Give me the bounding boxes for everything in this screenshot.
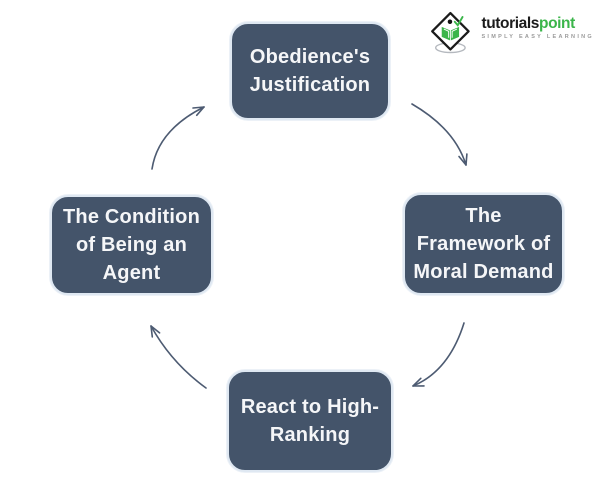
arrow-right-to-bottom xyxy=(412,322,465,387)
arrow-left-to-top xyxy=(151,106,205,170)
logo-tagline: SIMPLY EASY LEARNING xyxy=(481,34,594,41)
tutorialspoint-logo: tutorialspoint SIMPLY EASY LEARNING xyxy=(427,8,594,58)
node-label: React to High- Ranking xyxy=(240,396,380,446)
tutorialspoint-diamond-icon xyxy=(431,11,471,54)
arrow-top-to-right xyxy=(411,103,468,166)
logo-wordmark-point: point xyxy=(539,15,575,32)
node-label: Obedience's Justification xyxy=(249,46,371,96)
node-condition-being-agent: The Condition of Being an Agent xyxy=(50,195,213,295)
node-framework-moral-demand: The Framework of Moral Demand xyxy=(403,193,564,295)
arrow-bottom-to-left xyxy=(150,325,207,389)
node-label: The Condition of Being an Agent xyxy=(62,206,200,284)
node-obedience-justification: Obedience's Justification xyxy=(230,22,390,120)
logo-wordmark-tutorials: tutorials xyxy=(481,15,540,32)
node-react-high-ranking: React to High- Ranking xyxy=(227,370,393,472)
logo-text-block: tutorialspoint SIMPLY EASY LEARNING xyxy=(481,15,594,40)
node-label: The Framework of Moral Demand xyxy=(413,205,554,283)
logo-wordmark: tutorialspoint xyxy=(481,15,594,32)
